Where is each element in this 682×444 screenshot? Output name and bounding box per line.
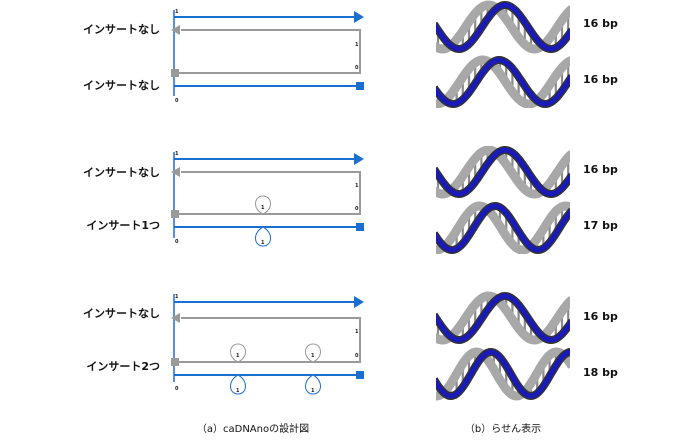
- backbone-strand-light: [436, 55, 570, 108]
- backbone-strand-blue: [436, 57, 570, 107]
- backbone-strand-blue: [436, 203, 570, 253]
- scaffold-end-marker: [356, 223, 364, 231]
- caption-cadnano-design: （a）caDNAnoの設計図: [197, 422, 309, 435]
- helix-render-2: [436, 146, 570, 254]
- insertion-loop-staple: [305, 343, 321, 363]
- cadnano-design-3: インサートなし インサート2つ 1 1 1 1 1 1 0 0: [83, 294, 364, 395]
- base-index-top: 1: [175, 294, 179, 300]
- helix-duplex-bottom: [436, 55, 570, 108]
- scaffold-arrowhead: [354, 296, 364, 308]
- helix-duplex-bottom: [436, 201, 570, 254]
- staple-strand: [178, 29, 361, 74]
- insertion-loop-label: 1: [236, 388, 240, 394]
- cadnano-design-1: インサートなし インサートなし 1 1 0 0: [83, 9, 364, 104]
- staple-arrowhead: [171, 167, 180, 177]
- base-index-right-bottom: 0: [355, 206, 359, 212]
- base-pair-count-bottom: 18 bp: [583, 366, 618, 379]
- backbone-strand-light: [436, 146, 570, 199]
- insertion-loop-label: 1: [311, 353, 315, 359]
- insertion-loop-scaffold: [305, 374, 321, 395]
- staple-strand: [178, 171, 361, 215]
- base-pair-count-bottom: 17 bp: [583, 219, 618, 232]
- base-pair-count-bottom: 16 bp: [583, 73, 618, 86]
- base-pair-count-top: 16 bp: [583, 17, 618, 30]
- backbone-strand-blue: [436, 2, 570, 52]
- base-index-right-top: 1: [355, 183, 359, 189]
- insertion-loop-staple: [230, 343, 246, 363]
- base-pair-count-top: 16 bp: [583, 310, 618, 323]
- base-index-top: 1: [175, 151, 179, 157]
- helix-render-1: [436, 0, 570, 108]
- backbone-strand-light: [436, 201, 570, 254]
- row-label-top: インサートなし: [83, 23, 160, 36]
- base-index-bottom: 0: [175, 386, 179, 392]
- backbone-strand-blue: [436, 293, 570, 343]
- insertion-loop-label: 1: [261, 240, 265, 246]
- backbone-strand-light: [436, 291, 570, 345]
- helix-duplex-top: [436, 291, 570, 345]
- staple-arrowhead: [171, 313, 180, 323]
- insertion-loop-label: 1: [311, 388, 315, 394]
- row-label-top: インサートなし: [83, 307, 160, 320]
- staple-end-marker: [171, 358, 179, 366]
- base-index-right-top: 1: [355, 329, 359, 335]
- panel-1: インサートなし インサートなし 1 1 0 0 16 bp 16 bp: [83, 0, 618, 108]
- insertion-loop-label: 1: [261, 205, 265, 211]
- row-label-bottom: インサートなし: [83, 79, 160, 92]
- base-index-right-bottom: 0: [355, 353, 359, 359]
- backbone-strand-light: [436, 0, 570, 54]
- scaffold-end-marker: [356, 371, 364, 379]
- caption-helix-view: （b）らせん表示: [465, 422, 541, 435]
- row-label-bottom: インサート2つ: [86, 360, 160, 373]
- staple-arrowhead: [171, 25, 180, 35]
- helix-duplex-bottom: [436, 347, 570, 401]
- insertion-loop-scaffold: [230, 374, 246, 395]
- helix-duplex-top: [436, 0, 570, 54]
- helix-render-3: [436, 291, 570, 401]
- row-label-bottom: インサート1つ: [86, 219, 160, 232]
- base-index-bottom: 0: [175, 98, 179, 104]
- staple-end-marker: [171, 210, 179, 218]
- backbone-strand-light: [436, 347, 570, 401]
- scaffold-end-marker: [356, 82, 364, 90]
- insertion-loop-label: 1: [236, 353, 240, 359]
- helix-duplex-top: [436, 146, 570, 199]
- staple-end-marker: [171, 69, 179, 77]
- base-index-right-bottom: 0: [355, 65, 359, 71]
- backbone-strand-blue: [436, 349, 570, 399]
- row-label-top: インサートなし: [83, 166, 160, 179]
- scaffold-arrowhead: [354, 11, 364, 23]
- base-index-right-top: 1: [355, 42, 359, 48]
- base-index-bottom: 0: [175, 239, 179, 245]
- base-pair-count-top: 16 bp: [583, 163, 618, 176]
- panel-2: インサートなし インサート1つ 1 1 1 1 0 0 16 bp 17 bp: [83, 146, 618, 254]
- staple-strand: [178, 317, 361, 363]
- cadnano-design-2: インサートなし インサート1つ 1 1 1 1 0 0: [83, 151, 364, 247]
- base-index-top: 1: [175, 9, 179, 15]
- panel-3: インサートなし インサート2つ 1 1 1 1 1 1 0 0: [83, 291, 618, 401]
- insertion-loop-staple: [255, 195, 271, 215]
- insertion-loop-scaffold: [255, 226, 271, 247]
- backbone-strand-blue: [436, 147, 570, 197]
- scaffold-arrowhead: [354, 153, 364, 165]
